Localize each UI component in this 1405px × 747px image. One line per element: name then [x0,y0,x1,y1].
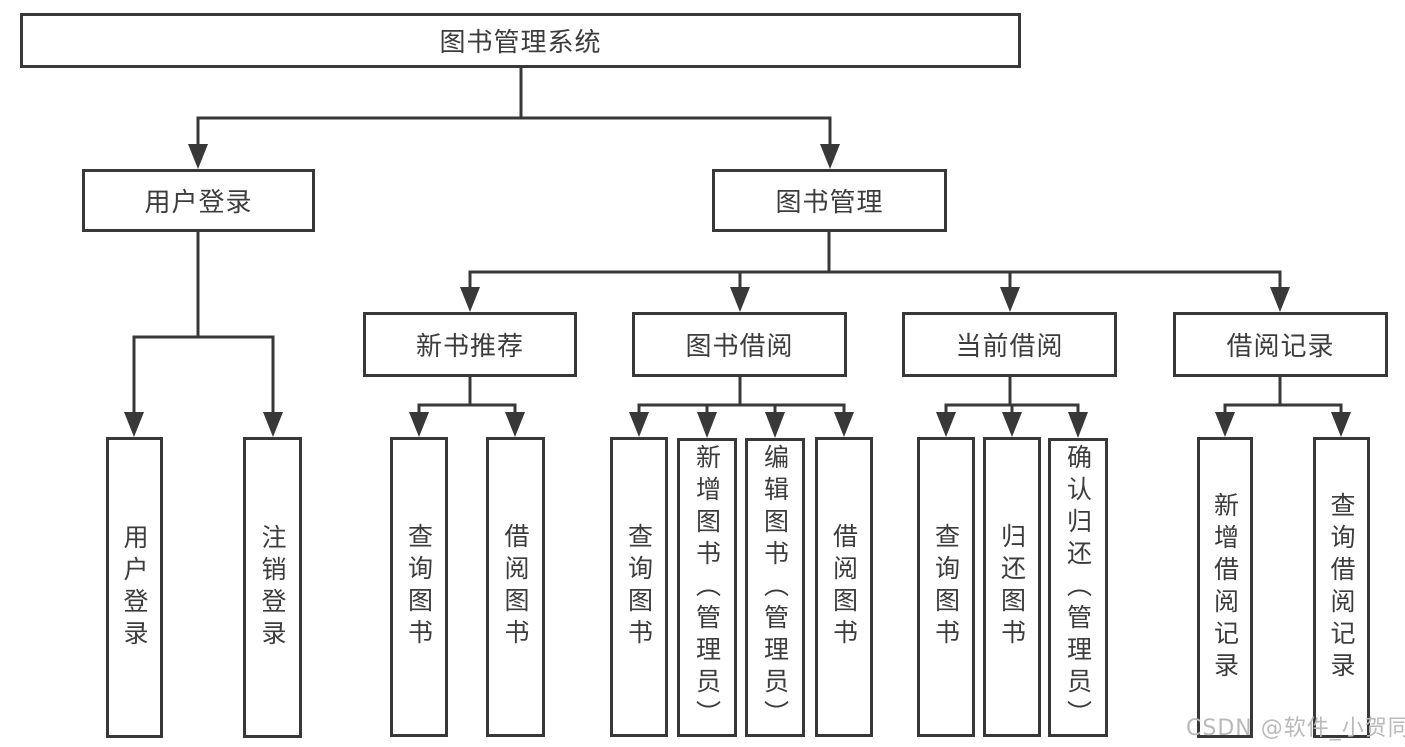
node-book-borrow: 图书借阅 [632,312,847,377]
node-book-management: 图书管理 [712,169,947,232]
node-label: 用户登录 [120,523,149,652]
node-label: 查询图书 [404,523,434,651]
node-current-borrow: 当前借阅 [902,312,1117,377]
node-label: 图书管理 [775,188,884,218]
leaf-borrow-query-books: 查询图书 [610,437,668,737]
leaf-newbooks-borrow-books: 借阅图书 [486,437,545,737]
leaf-edit-book-admin: 编辑图书（管理员） [745,438,805,737]
node-label: 新书推荐 [415,332,524,362]
node-label: 查询图书 [931,523,961,651]
node-label: 用户登录 [144,188,253,218]
leaf-add-book-admin: 新增图书（管理员） [677,438,737,737]
node-label: 归还图书 [997,523,1027,651]
node-root: 图书管理系统 [20,13,1021,68]
node-borrow-records: 借阅记录 [1173,312,1388,377]
leaf-add-borrow-record: 新增借阅记录 [1197,437,1253,738]
leaf-newbooks-query-books: 查询图书 [390,437,448,737]
node-label: 确认归还（管理员） [1063,443,1093,732]
leaf-borrow-book: 借阅图书 [815,437,873,737]
leaf-current-query-books: 查询图书 [917,437,975,737]
leaf-user-login: 用户登录 [106,437,163,738]
node-label: 图书管理系统 [439,28,602,58]
node-label: 查询借阅记录 [1327,491,1356,684]
node-label: 新增借阅记录 [1210,491,1240,684]
node-label: 借阅图书 [501,523,530,651]
node-user-login: 用户登录 [82,169,315,232]
node-label: 借阅记录 [1226,332,1335,362]
node-label: 图书借阅 [685,332,794,362]
leaf-query-borrow-record: 查询借阅记录 [1313,437,1370,738]
leaf-return-book: 归还图书 [983,437,1041,737]
node-label: 当前借阅 [955,332,1064,362]
leaf-confirm-return-admin: 确认归还（管理员） [1048,438,1108,737]
watermark: CSDN @软件_小贺同学 [1186,716,1405,741]
node-label: 注销登录 [258,523,287,652]
node-label: 新增图书（管理员） [692,443,722,732]
leaf-logout: 注销登录 [243,437,302,738]
node-label: 借阅图书 [829,523,859,651]
node-label: 编辑图书（管理员） [760,443,790,732]
node-new-book-recommend: 新书推荐 [363,312,577,377]
node-label: 查询图书 [624,523,654,651]
